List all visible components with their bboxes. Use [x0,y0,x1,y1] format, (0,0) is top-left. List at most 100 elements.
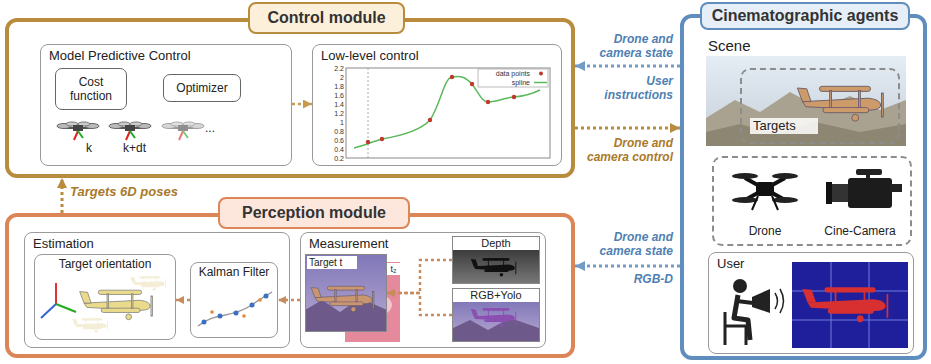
axis-tick: 0.8 [324,127,344,136]
legend-label: spline [512,79,530,86]
drone-picture [756,182,774,196]
kalman-illustration [258,298,262,302]
spline-chart [346,68,550,158]
edge-label: Drone and camera control [578,136,673,164]
kalman-illustration [202,294,269,325]
time-label: k [86,141,100,155]
edge-label: User instructions [578,74,673,102]
drone-picture [732,197,758,203]
axis-tick: 0.6 [324,136,344,145]
axis-tick: 2 [324,73,344,82]
box-label: Cost function [60,75,122,104]
rgb-image [471,308,516,326]
box-title: Low-level control [313,45,561,67]
module-panel: Cinematographic agentsSceneTargetsDroneC… [680,14,927,360]
axis-tick: 1.6 [324,91,344,100]
user-box: User [708,252,914,354]
spline-chart [512,95,516,99]
drone-sequence [57,122,99,140]
axis-tick: 1.4 [324,100,344,109]
kalman-illustration [264,294,269,299]
user-sketch [792,262,908,348]
camera-picture [826,169,902,208]
connector-arrow [387,293,452,315]
process-box: Cost function [55,68,127,110]
orientation-illustration [55,283,57,304]
camera-picture [848,178,892,208]
device-label: Drone [720,224,810,238]
spline-chart [478,69,548,87]
box-title: Scene [704,36,909,56]
camera-picture [890,184,902,192]
depth-image [453,250,539,283]
module-title: Control module [248,2,405,34]
legend-entry: data points [480,69,530,78]
spline-chart [428,118,432,122]
kalman-illustration [198,292,272,326]
estimation-box: EstimationTarget orientationKalman Filte… [24,232,290,348]
orientation-illustration [130,276,165,290]
edge-label: Targets 6D poses [70,185,220,199]
user-sketch [792,262,908,348]
orientation-illustration [41,276,166,332]
orientation-illustration [72,318,107,332]
kalman-illustration [218,314,223,319]
scene-panel: SceneTargets [704,36,909,148]
drone-picture [745,178,785,200]
depth-image [453,250,539,283]
camera-picture [866,174,870,179]
drone-picture [772,173,798,179]
drone-sequence [57,122,204,140]
module-panel: Perception moduleEstimationTarget orient… [5,213,575,358]
kalman-illustration [198,292,272,326]
frame-images [305,254,400,342]
user-sketch [802,287,888,322]
edge-label: Drone and camera state [578,230,673,258]
time-label: k+dt [123,141,157,155]
box-title: Kalman Filter [191,263,277,279]
director-icon [725,312,746,345]
module-title: Cinematographic agents [700,2,910,30]
kalman-illustration [242,314,246,318]
kalman-illustration [234,311,239,316]
image-caption: RGB+Yolo [453,289,539,302]
mpc-box: Model Predictive ControlCost functionOpt… [40,44,292,166]
drone-sequence [162,122,204,140]
edge-label: Drone and camera state [578,32,673,60]
process-box: Target orientation [34,254,176,340]
image-caption: Target t [307,256,357,269]
drone-picture [732,173,798,210]
spline-chart [450,75,454,79]
image-box: Target t [305,254,387,332]
module-title: Perception module [218,197,410,229]
director-icon [737,301,753,303]
connector-arrow [575,265,680,268]
director-icon [725,279,784,345]
box-title: User [709,253,913,275]
director-icon [775,289,784,313]
image-box: Depth [452,236,540,284]
connector-arrow [575,65,680,68]
frame-images [311,286,374,311]
director-icon [733,279,747,293]
spline-chart [534,82,547,84]
box-title: Target orientation [35,255,175,271]
measurement-box: MeasurementTarget tDepthRGB+Yolo [300,232,546,348]
frame-images [311,286,374,311]
box-title: Estimation [25,233,289,255]
frame-label: t₂ [387,263,400,275]
axis-tick: 1.8 [324,82,344,91]
connector-arrow [278,299,300,302]
legend-entry: spline [480,78,530,87]
spline-chart [470,82,474,86]
ellipsis: ... [205,121,229,135]
control-box: Low-level control [312,44,562,166]
scene-image [797,86,883,121]
spline-chart [366,140,370,144]
box-label: Optimizer [176,81,227,95]
hardware-box: DroneCine-Camera [712,156,912,246]
depth-image [471,258,516,276]
kalman-illustration [250,303,255,308]
axis-tick: 1.2 [324,109,344,118]
edge-label: RGB-D [578,272,673,286]
